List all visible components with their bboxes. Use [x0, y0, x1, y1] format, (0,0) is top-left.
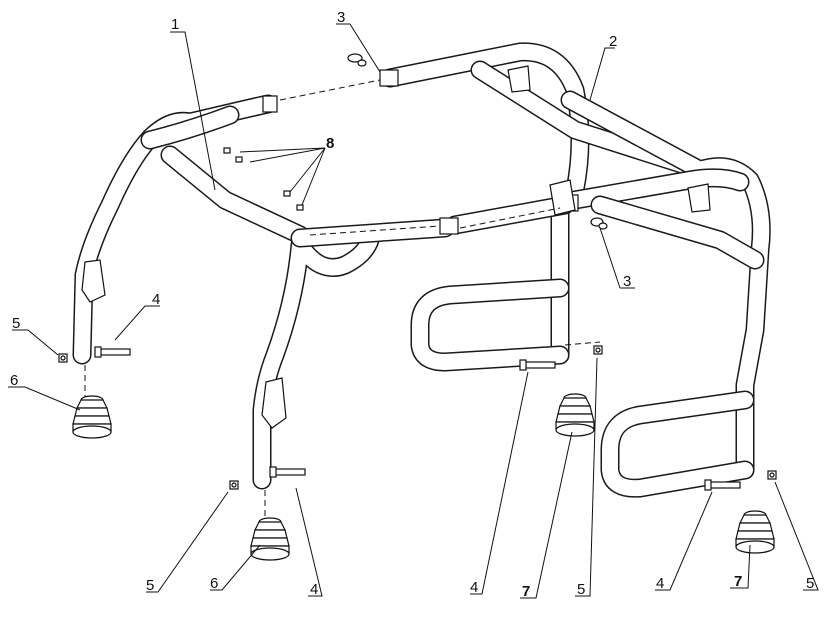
callout-3-right: 3 — [623, 273, 631, 290]
callout-1: 1 — [171, 16, 179, 33]
callout-5-center: 5 — [146, 577, 154, 594]
callout-7-center: 7 — [522, 583, 530, 600]
callout-4-front: 4 — [470, 579, 478, 596]
bolt-4-left — [94, 346, 131, 358]
tube-joints — [81, 65, 711, 429]
callout-4-left: 4 — [152, 291, 160, 308]
callout-labels: 1 2 3 3 4 4 4 4 5 5 5 5 6 6 7 7 8 — [10, 9, 814, 600]
rubber-boot-6-left — [72, 395, 112, 439]
callout-8: 8 — [326, 135, 334, 152]
nut-5-center — [229, 480, 239, 490]
grab-handle-lower — [600, 390, 755, 498]
callout-5-left: 5 — [12, 315, 20, 332]
small-nuts-8 — [223, 147, 304, 211]
rubber-boot-7-center — [555, 393, 595, 437]
callout-6-left: 6 — [10, 372, 18, 389]
callout-4-center: 4 — [310, 581, 318, 598]
rubber-boot-7-right — [735, 510, 775, 554]
callout-5-right: 5 — [806, 575, 814, 592]
nut-5-left — [58, 353, 68, 363]
callout-5-front: 5 — [577, 581, 585, 598]
callout-3-top: 3 — [337, 9, 345, 26]
callout-6-center: 6 — [210, 575, 218, 592]
grab-handle-upper — [410, 278, 570, 372]
clip-3-right — [590, 217, 608, 230]
bolt-4-center — [269, 466, 306, 478]
callout-7-right: 7 — [734, 573, 742, 590]
assembly-lines — [84, 79, 601, 520]
nut-5-front — [593, 345, 603, 355]
clip-3-top — [347, 53, 367, 67]
leader-lines — [8, 23, 819, 599]
callout-4-right: 4 — [656, 575, 664, 592]
callout-2: 2 — [609, 33, 617, 50]
rear-roll-bar-frame — [72, 94, 455, 490]
bolt-4-front — [519, 359, 556, 371]
nut-5-right — [767, 470, 777, 480]
bolt-4-right — [704, 479, 741, 491]
rubber-boot-6-center — [250, 517, 290, 561]
